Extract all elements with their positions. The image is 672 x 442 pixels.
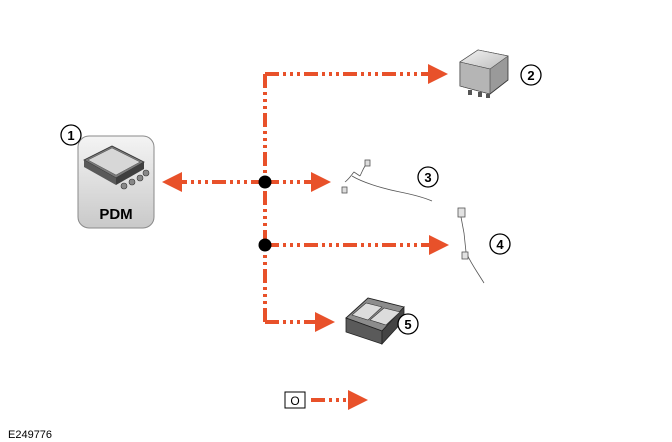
callout-2: 2 xyxy=(520,64,542,86)
callout-4: 4 xyxy=(489,233,511,255)
callout-5: 5 xyxy=(397,313,419,335)
svg-text:3: 3 xyxy=(424,170,431,185)
legend-symbol-letter: O xyxy=(290,394,299,408)
wire-sensor-icon xyxy=(341,159,433,202)
legend: O xyxy=(284,390,368,410)
switch-pack-icon xyxy=(345,297,405,346)
switch-sensor-icon xyxy=(457,207,485,284)
legend-symbol-box xyxy=(284,391,306,409)
pdm-module: PDM xyxy=(77,135,155,229)
svg-text:4: 4 xyxy=(496,237,504,252)
pdm-label: PDM xyxy=(99,206,132,223)
pdm-module-icon xyxy=(83,145,150,190)
control-module-icon xyxy=(459,49,509,98)
svg-text:2: 2 xyxy=(527,68,534,83)
svg-text:1: 1 xyxy=(67,128,74,143)
junction-upper xyxy=(258,175,272,189)
figure-id: E249776 xyxy=(8,429,52,441)
junction-lower xyxy=(258,238,272,252)
svg-text:5: 5 xyxy=(404,317,411,332)
signal-lines xyxy=(162,64,449,332)
callout-3: 3 xyxy=(417,166,439,188)
callout-1: 1 xyxy=(60,124,82,146)
